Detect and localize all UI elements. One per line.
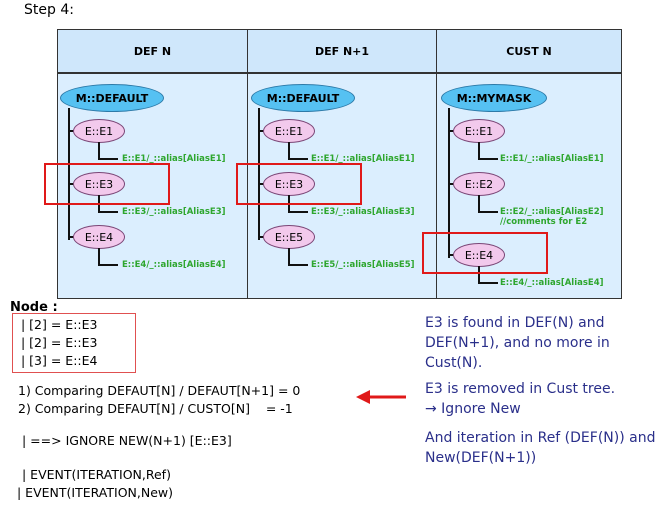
- note-iteration: And iteration in Ref (DEF(N)) and New(DE…: [425, 430, 656, 466]
- root-node: M::DEFAULT: [251, 84, 355, 112]
- tree-node: E::E4: [453, 243, 505, 267]
- comparison-line-1: 1) Comparing DEFAUT[N] / DEFAUT[N+1] = 0: [18, 383, 301, 398]
- branch-line: [478, 158, 498, 160]
- ignore-new-text: | ==> IGNORE NEW(N+1) [E::E3]: [22, 433, 232, 448]
- tree-trunk: [68, 108, 70, 240]
- alias-text: E::E4/_::alias[AliasE4]: [122, 260, 226, 270]
- note-e3-found: E3 is found in DEF(N) and DEF(N+1), and …: [425, 315, 610, 371]
- alias-text: E::E1/_::alias[AliasE1]: [311, 154, 415, 164]
- branch-line: [478, 142, 480, 159]
- note-e3-removed: E3 is removed in Cust tree.: [425, 381, 616, 397]
- branch-line: [288, 158, 308, 160]
- arrow-left-icon: [356, 390, 406, 404]
- alias-text: E::E5/_::alias[AliasE5]: [311, 260, 415, 270]
- column-header-def-n: DEF N: [57, 29, 248, 73]
- comment-text: //comments for E2: [500, 217, 588, 227]
- highlight-box-e3-def-n-plus-1: [236, 163, 362, 205]
- branch-line: [288, 264, 308, 266]
- root-node: M::MYMASK: [441, 84, 547, 112]
- node-list-item: | [2] = E::E3: [21, 317, 98, 332]
- branch-line: [288, 142, 290, 159]
- alias-text: E::E1/_::alias[AliasE1]: [500, 154, 604, 164]
- branch-line: [478, 195, 480, 212]
- node-list-item: | [2] = E::E3: [21, 335, 98, 350]
- alias-text: E::E3/_::alias[AliasE3]: [122, 207, 226, 217]
- node-list-item: | [3] = E::E4: [21, 353, 98, 368]
- tree-node: E::E4: [73, 225, 125, 249]
- comparison-line-2: 2) Comparing DEFAUT[N] / CUSTO[N] = -1: [18, 401, 293, 416]
- branch-line: [98, 142, 100, 159]
- node-list-box: | [2] = E::E3 | [2] = E::E3 | [3] = E::E…: [12, 313, 136, 373]
- highlight-box-e4-cust-n: [422, 232, 548, 274]
- root-node: M::DEFAULT: [60, 84, 164, 112]
- branch-line: [98, 211, 118, 213]
- alias-text: E::E4/_::alias[AliasE4]: [500, 278, 604, 288]
- highlight-box-e3-def-n: [44, 163, 170, 205]
- alias-text: E::E1/_::alias[AliasE1]: [122, 154, 226, 164]
- branch-line: [478, 282, 498, 284]
- branch-line: [478, 211, 498, 213]
- node-label: Node :: [10, 300, 58, 315]
- branch-line: [478, 266, 480, 283]
- event-new-text: | EVENT(ITERATION,New): [17, 485, 173, 500]
- branch-line: [288, 248, 290, 265]
- branch-line: [288, 211, 308, 213]
- tree-node: E::E5: [263, 225, 315, 249]
- tree-trunk: [258, 108, 260, 240]
- note-ignore-new: → Ignore New: [425, 401, 521, 417]
- alias-text: E::E2/_::alias[AliasE2]: [500, 207, 604, 217]
- branch-line: [98, 248, 100, 265]
- column-header-cust-n: CUST N: [436, 29, 622, 73]
- tree-node: E::E1: [263, 119, 315, 143]
- branch-line: [98, 264, 118, 266]
- event-ref-text: | EVENT(ITERATION,Ref): [22, 467, 171, 482]
- tree-node: E::E2: [453, 172, 505, 196]
- alias-text: E::E3/_::alias[AliasE3]: [311, 207, 415, 217]
- step-title: Step 4:: [24, 2, 74, 18]
- column-header-def-n-plus-1: DEF N+1: [247, 29, 437, 73]
- tree-node: E::E1: [73, 119, 125, 143]
- branch-line: [98, 158, 118, 160]
- tree-node: E::E1: [453, 119, 505, 143]
